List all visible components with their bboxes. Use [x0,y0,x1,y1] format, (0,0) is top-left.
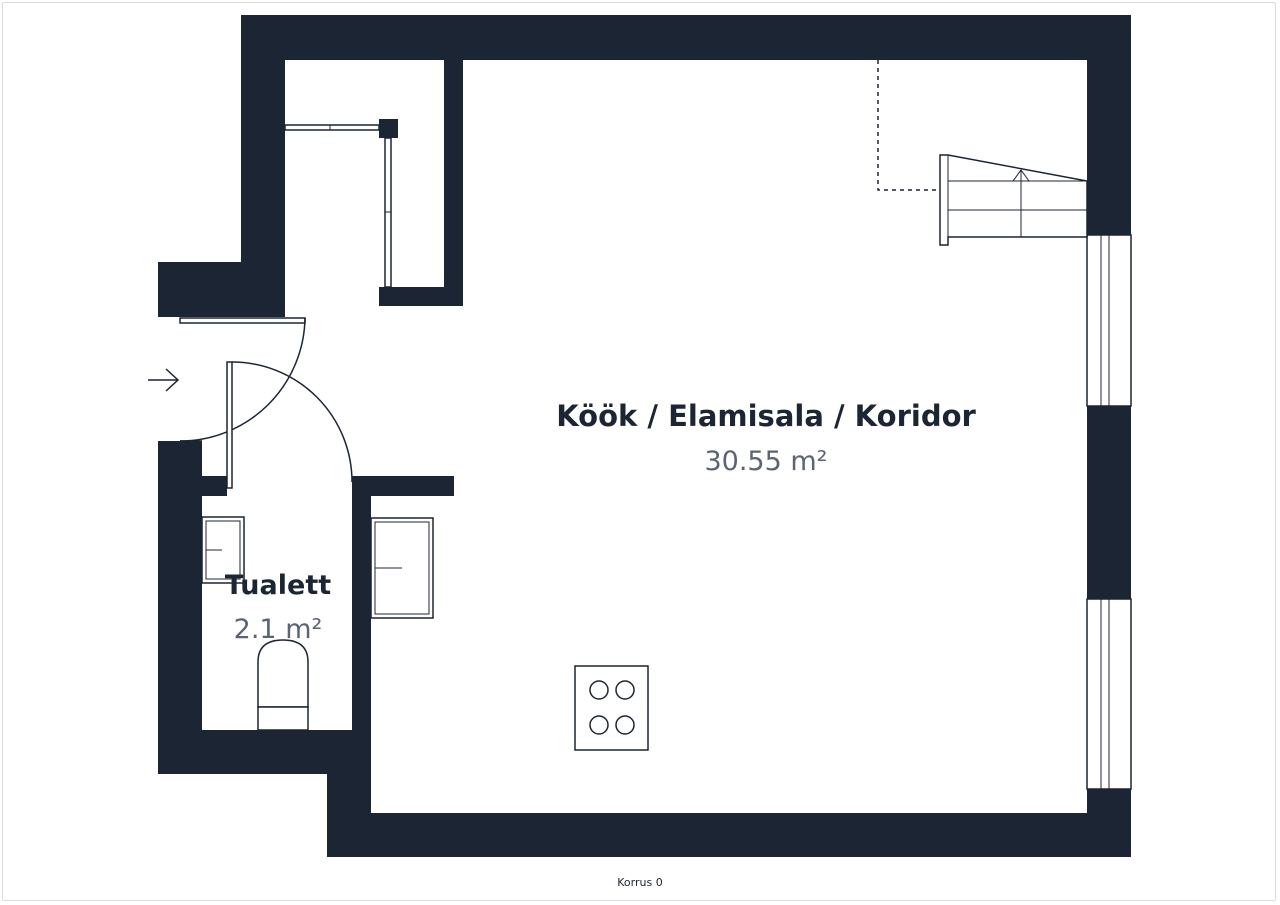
toilet-door-swing-icon [231,361,353,483]
wall-toilet-left [158,441,202,774]
closet-rail [284,124,380,131]
wall-closet-post [379,119,398,138]
room-name-toilet: Tualett [225,570,331,601]
wall-toilet-top-stub [202,476,227,496]
wall-bottom [327,813,1131,857]
wall-closet-bottom [379,287,463,306]
toilet-door [226,361,353,489]
door-threshold [179,317,306,324]
stairs-icon [877,60,1088,246]
stove-icon [574,665,649,751]
floor-label: Korrus 0 [617,876,663,889]
wall-left-upper [241,15,285,305]
wall-right-top [1087,15,1131,235]
closet-fixtures [284,124,392,288]
wall-closet-divider [444,58,463,306]
sink-icon [201,516,245,584]
door-swing-icon [179,317,306,442]
wall-toilet-partition [352,476,371,774]
wall-right-middle [1087,406,1131,599]
windows [1086,234,1132,790]
wall-top [241,15,1131,60]
toilet-door-leaf [226,361,233,489]
room-area-toilet: 2.1 m² [234,614,323,645]
toilet-icon [257,639,309,731]
room-name-main: Köök / Elamisala / Koridor [556,399,976,433]
wall-entrance-upper [158,262,285,317]
entrance-door [179,317,306,442]
room-area-main: 30.55 m² [704,446,827,477]
kitchen-sink-icon [370,517,434,619]
wall-partition-top [352,476,454,496]
entrance-arrow-icon [148,368,180,392]
walls [158,15,1131,857]
wall-toilet-bottom [158,730,371,774]
